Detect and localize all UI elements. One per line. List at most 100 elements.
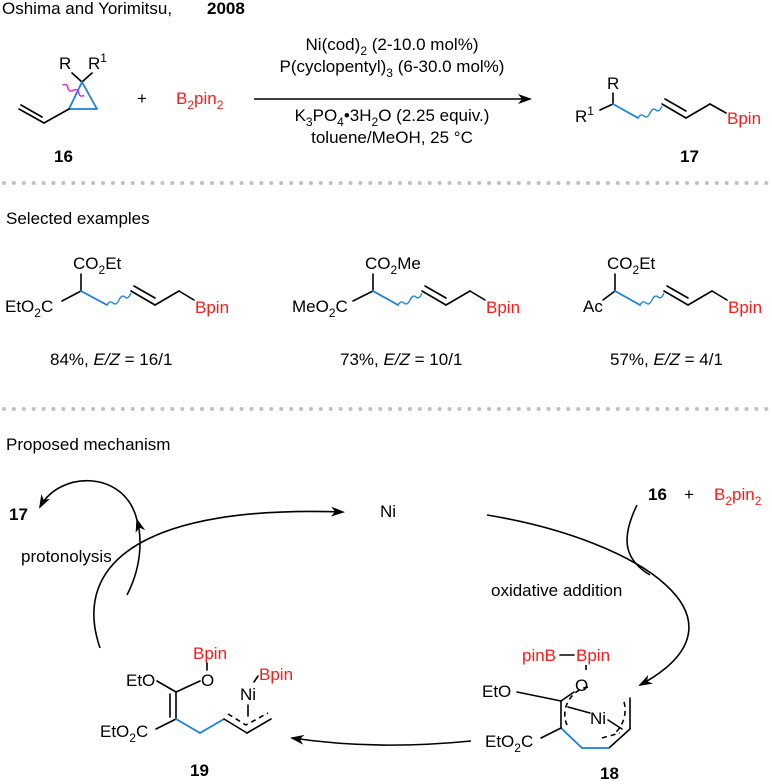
int19-ester: EtO2C (100, 722, 148, 745)
bond (560, 727, 583, 749)
bond (61, 290, 82, 302)
example-2: CO2Me MeO2C Bpin 73%, E/Z = 10/1 (292, 254, 520, 369)
catalyst-ni: Ni (380, 502, 396, 521)
int18-eto: EtO (482, 682, 511, 701)
condition-solvent-temp: toluene/MeOH, 25 °C (311, 128, 473, 147)
bond (663, 290, 689, 306)
bond (608, 728, 631, 749)
bond (223, 718, 248, 734)
example-1: CO2Et EtO2C Bpin 84%, E/Z = 16/1 (5, 254, 229, 369)
condition-ligand: P(cyclopentyl)3 (6-30.0 mol%) (280, 57, 505, 80)
examples-heading: Selected examples (6, 209, 150, 228)
example-3-left-substituent: Ac (583, 297, 603, 316)
input-curve (626, 504, 651, 576)
bond (685, 103, 711, 119)
reagent-b2pin2: B2pin2 (176, 89, 224, 112)
bond (175, 718, 201, 734)
bond (71, 72, 83, 83)
wavy-bond (637, 105, 663, 119)
bond (199, 718, 225, 734)
bond (602, 290, 616, 301)
dashed-bond (601, 732, 621, 739)
cyclopropane-ring (68, 81, 98, 110)
bond (424, 285, 447, 299)
intermediate-19-structure: Bpin O EtO EtO2C Ni Bpin 19 (100, 644, 293, 780)
compound-label-19: 19 (190, 761, 209, 780)
cycle-arrow-to-ni (93, 506, 345, 649)
product-17-structure: R R1 Bpin 17 (575, 74, 761, 166)
compound-label-18: 18 (600, 764, 619, 783)
example-1-bpin: Bpin (195, 298, 229, 317)
bond (253, 675, 259, 683)
substrate-16-structure: R R1 16 (18, 51, 107, 166)
example-1-left-substituent: EtO2C (5, 297, 53, 320)
bond (612, 103, 639, 119)
condition-catalyst: Ni(cod)2 (2-10.0 mol%) (306, 35, 479, 58)
example-3-top-substituent: CO2Et (607, 254, 656, 277)
bond (130, 290, 156, 306)
compound-label-16: 16 (54, 147, 73, 166)
bond (18, 108, 45, 124)
product-bpin: Bpin (727, 109, 761, 128)
bond (156, 680, 177, 693)
bond (133, 285, 156, 299)
bond (540, 727, 562, 739)
bond (421, 290, 447, 306)
bond (607, 719, 623, 730)
protonolysis-arrow-up (126, 518, 146, 596)
int19-o: O (201, 671, 214, 690)
example-1-top-substituent: CO2Et (73, 254, 122, 277)
compound-label-17: 17 (680, 147, 699, 166)
bond (614, 290, 641, 306)
bond (560, 691, 575, 702)
bond (175, 680, 201, 693)
int18-ester: EtO2C (485, 732, 533, 755)
bond (709, 103, 727, 114)
wavy-bond (397, 292, 423, 306)
bond (516, 691, 562, 702)
substrate-r1: R1 (88, 51, 107, 73)
int19-bpin-o: Bpin (193, 644, 227, 663)
input-b2pin2: B2pin2 (714, 485, 762, 508)
example-2-top-substituent: CO2Me (365, 254, 421, 277)
example-3-yield: 57%, E/Z = 4/1 (610, 350, 723, 369)
oxidative-addition-label: oxidative addition (491, 581, 622, 600)
header-year: 2008 (207, 0, 245, 18)
bond (661, 103, 687, 119)
plus-sign: + (137, 89, 147, 108)
bond (666, 285, 689, 299)
example-3: CO2Et Ac Bpin 57%, E/Z = 4/1 (583, 254, 762, 369)
bond (711, 290, 728, 301)
product-out-17: 17 (9, 505, 28, 524)
protonolysis-label: protonolysis (21, 547, 112, 566)
bond (687, 290, 713, 306)
intermediate-18-structure: pinB Bpin EtO O Ni EtO2C 18 (482, 646, 631, 783)
allyl-dashed-bond (563, 686, 589, 726)
bond (20, 104, 43, 118)
bond (445, 290, 471, 306)
bond (155, 718, 177, 730)
example-2-yield: 73%, E/Z = 10/1 (340, 350, 462, 369)
wavy-bond (639, 292, 665, 306)
wavy-bond (106, 292, 132, 306)
mechanism-heading: Proposed mechanism (6, 435, 170, 454)
bond (81, 72, 93, 83)
int18-ni: Ni (590, 709, 606, 728)
input-plus: + (684, 485, 694, 504)
cycle-arrow-oxidative-addition (486, 514, 690, 686)
allyl-dashed-bond (227, 712, 269, 726)
int19-bpin-ni: Bpin (259, 665, 293, 684)
bond (246, 718, 272, 734)
int19-eto: EtO (126, 671, 155, 690)
bond (178, 290, 195, 301)
int18-pinb: pinB (522, 646, 556, 665)
bond (80, 290, 108, 306)
bond (43, 108, 70, 124)
product-r: R (607, 74, 619, 93)
bond (599, 103, 614, 111)
dashed-bond (614, 701, 626, 734)
input-16: 16 (648, 485, 667, 504)
protonolysis-arrow-out (39, 479, 138, 521)
bond (664, 98, 687, 112)
example-2-left-substituent: MeO2C (292, 297, 348, 320)
